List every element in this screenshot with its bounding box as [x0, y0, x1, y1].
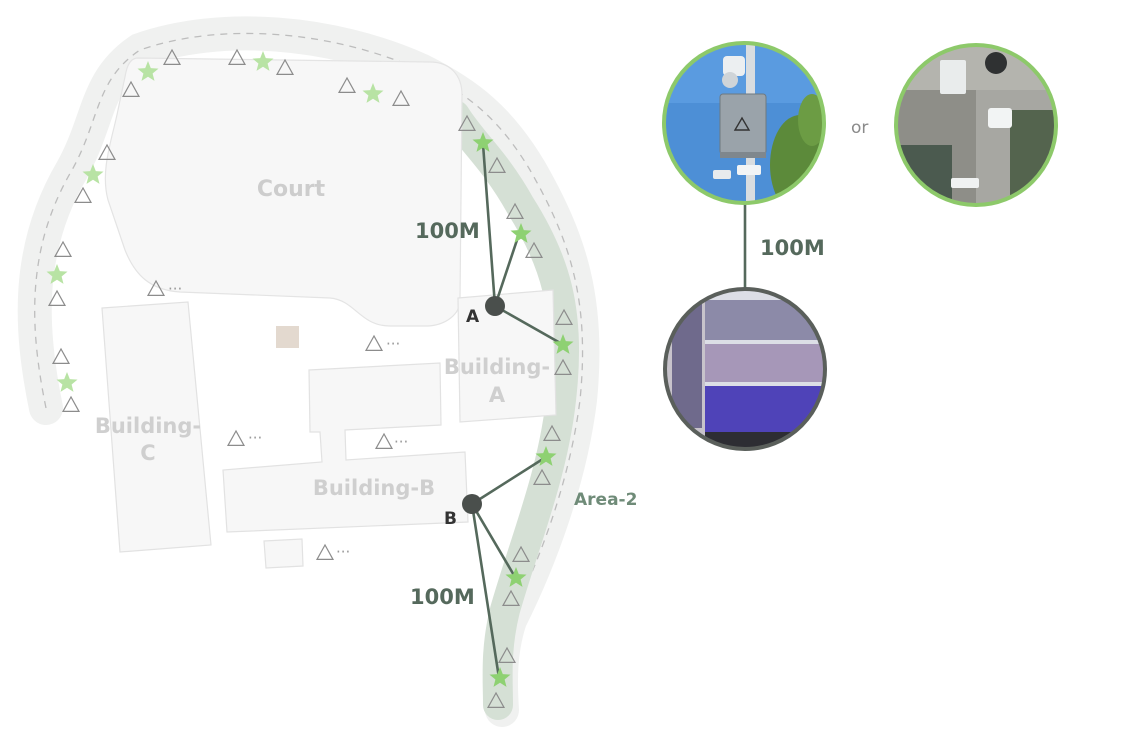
- node-b: [462, 494, 482, 514]
- camera-star-icon: [505, 567, 527, 587]
- wall-camera-photo: [894, 43, 1058, 207]
- ellipsis-3: ···: [248, 429, 262, 447]
- sensor-triangle-icon: [532, 468, 552, 485]
- ellipsis-5: ···: [336, 543, 350, 561]
- sensor-triangle-icon: [391, 89, 411, 107]
- node-a: [485, 296, 505, 316]
- distance-label-top: 100M: [415, 219, 480, 243]
- building-a-label-1: Building-: [444, 355, 550, 379]
- sensor-triangle-icon: [47, 289, 67, 306]
- sensor-triangle-icon: [364, 334, 384, 351]
- camera-star-icon: [472, 132, 494, 152]
- sensor-triangle-icon: [524, 241, 544, 258]
- camera-stars: [46, 51, 574, 687]
- legend-distance-label: 100M: [760, 236, 825, 260]
- camera-star-icon: [510, 223, 532, 243]
- court-label: Court: [257, 177, 326, 202]
- ellipsis-1: ···: [168, 280, 182, 298]
- building-b: Building-B: [222, 362, 469, 533]
- small-structure: [263, 538, 304, 569]
- building-a: Building- A: [444, 289, 557, 423]
- monitor-wall-photo: [663, 287, 827, 451]
- camera-star-icon: [362, 83, 384, 103]
- camera-star-icon: [489, 667, 511, 687]
- sensor-triangle-icon: [53, 240, 73, 257]
- camera-star-icon: [82, 164, 104, 184]
- camera-star-icon: [56, 372, 78, 392]
- sensor-triangle-icon: [553, 358, 573, 375]
- sensor-triangle-icon: [497, 646, 517, 664]
- sensor-triangle-icon: [162, 48, 182, 66]
- camera-star-icon: [46, 264, 68, 284]
- sensor-triangle-icon: [121, 80, 141, 98]
- sensor-triangle-icon: [226, 429, 246, 446]
- sensor-triangle-icon: [374, 432, 394, 449]
- sensor-triangle-icon: [542, 424, 562, 441]
- sensor-triangle-icon: [457, 114, 477, 131]
- building-c: Building- C: [95, 301, 212, 553]
- camera-star-icon: [137, 61, 159, 81]
- sensor-triangle-icon: [73, 186, 93, 203]
- sensor-triangle-icon: [146, 279, 166, 296]
- court-area: [104, 57, 463, 327]
- sensor-triangle-icon: [501, 589, 521, 607]
- sensor-triangle-icon: [227, 48, 247, 66]
- sensor-triangle-icon: [511, 545, 531, 563]
- camera-star-icon: [252, 51, 274, 71]
- ellipsis-4: ···: [394, 433, 408, 451]
- sensor-triangle-icon: [315, 543, 335, 561]
- sensor-triangle-icon: [337, 76, 357, 94]
- node-b-label: B: [444, 509, 457, 529]
- camera-star-icon: [535, 446, 557, 466]
- pole-camera-photo: [662, 41, 826, 205]
- sensor-triangle-icon: [275, 58, 295, 76]
- sensor-triangle-icon: [61, 395, 81, 412]
- area-2-label: Area-2: [574, 490, 637, 510]
- sensor-triangles: [47, 48, 574, 709]
- sensor-triangle-icon: [486, 691, 506, 709]
- building-b-label: Building-B: [313, 476, 435, 500]
- area-2-band: [440, 100, 580, 720]
- building-a-label-2: A: [489, 383, 506, 407]
- building-c-label-2: C: [140, 441, 155, 465]
- sensor-triangle-icon: [554, 308, 574, 325]
- center-marker: [276, 326, 299, 348]
- sensor-triangle-icon: [97, 143, 117, 160]
- links-node-a: [481, 142, 564, 346]
- camera-star-icon: [552, 334, 574, 354]
- distance-label-bottom: 100M: [410, 585, 475, 609]
- links-node-b: [470, 455, 548, 680]
- ellipsis-2: ···: [386, 335, 400, 353]
- sensor-triangle-icon: [487, 156, 507, 173]
- or-label: or: [851, 118, 868, 138]
- node-a-label: A: [466, 307, 480, 327]
- sensor-triangle-icon: [51, 347, 71, 364]
- sensor-triangle-icon: [505, 202, 525, 219]
- building-c-label-1: Building-: [95, 414, 201, 438]
